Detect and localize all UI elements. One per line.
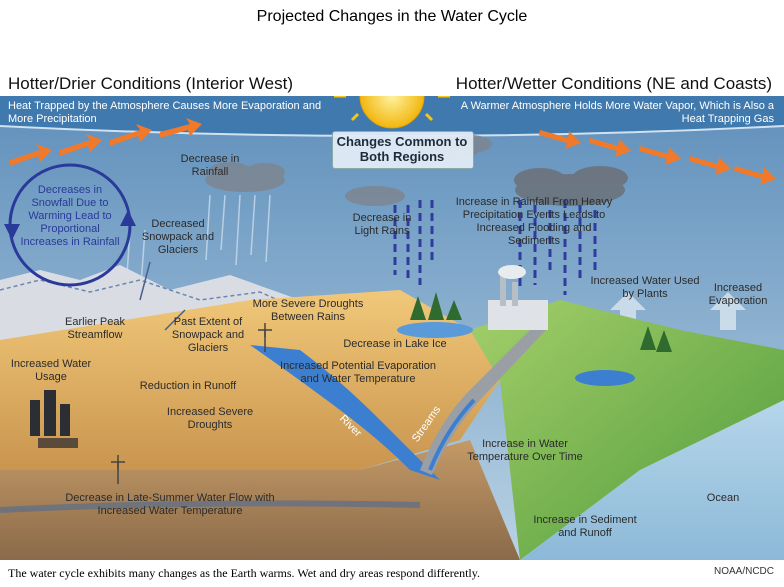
label-past-extent: Past Extent of Snowpack and Glaciers [171, 316, 245, 354]
windmill-icon [258, 323, 272, 352]
city-icon [30, 390, 78, 448]
label-decrease-rainfall: Decrease in Rainfall [180, 153, 240, 178]
heavy-rain [393, 200, 597, 295]
label-increased-water-usage: Increased Water Usage [10, 358, 92, 383]
water-cycle-illustration [0, 96, 784, 560]
label-decrease-light-rains: Decrease in Light Rains [352, 212, 412, 237]
label-potential-evaporation: Increased Potential Evaporation and Wate… [280, 360, 436, 385]
label-earlier-peak: Earlier Peak Streamflow [65, 316, 125, 341]
cloud-icon [514, 166, 628, 206]
label-reduction-runoff: Reduction in Runoff [139, 380, 237, 392]
label-water-temp: Increase in Water Temperature Over Time [467, 438, 583, 463]
lake [575, 370, 635, 386]
label-severe-droughts-rains: More Severe Droughts Between Rains [252, 298, 364, 323]
stream-path [420, 320, 548, 475]
trees [410, 292, 672, 352]
pointer-lines [139, 261, 186, 331]
label-decreased-snowpack: Decreased Snowpack and Glaciers [141, 218, 215, 256]
label-sediment-runoff: Increase in Sediment and Runoff [533, 514, 637, 539]
lake [397, 322, 473, 338]
river-path [250, 345, 440, 480]
cycle-arrowhead-icon [4, 210, 136, 240]
left-region-header: Hotter/Drier Conditions (Interior West) [8, 74, 293, 93]
soil-layer [0, 440, 520, 560]
common-changes-label: Changes Common to Both Regions [336, 134, 468, 164]
green-land [470, 300, 784, 560]
label-heavy-precip: Increase in Rainfall From Heavy Precipit… [455, 196, 613, 247]
sun-icon [334, 96, 450, 129]
label-increased-water-plants: Increased Water Used by Plants [590, 275, 700, 300]
ocean [520, 400, 784, 560]
figure-caption: The water cycle exhibits many changes as… [8, 566, 480, 580]
common-changes-box [332, 131, 474, 169]
cloud-icon [205, 162, 285, 192]
factory-icon [488, 265, 548, 330]
cloud-icon [345, 186, 405, 206]
right-band-text: A Warmer Atmosphere Holds More Water Vap… [460, 100, 774, 125]
diagram-title: Projected Changes in the Water Cycle [256, 8, 528, 25]
left-band-text: Heat Trapped by the Atmosphere Causes Mo… [8, 100, 322, 125]
label-late-summer: Decrease in Late-Summer Water Flow with … [65, 492, 275, 517]
label-ocean: Ocean [706, 492, 740, 504]
label-increased-evaporation: Increased Evaporation [708, 282, 768, 307]
label-snowfall-cycle: Decreases in Snowfall Due to Warming Lea… [20, 184, 120, 248]
heat-arrows [10, 118, 776, 185]
credit-label: NOAA/NCDC [713, 566, 774, 577]
windmill-icon [111, 455, 125, 484]
label-severe-droughts: Increased Severe Droughts [166, 406, 254, 431]
label-decrease-lake-ice: Decrease in Lake Ice [343, 338, 447, 350]
right-region-header: Hotter/Wetter Conditions (NE and Coasts) [455, 74, 772, 93]
